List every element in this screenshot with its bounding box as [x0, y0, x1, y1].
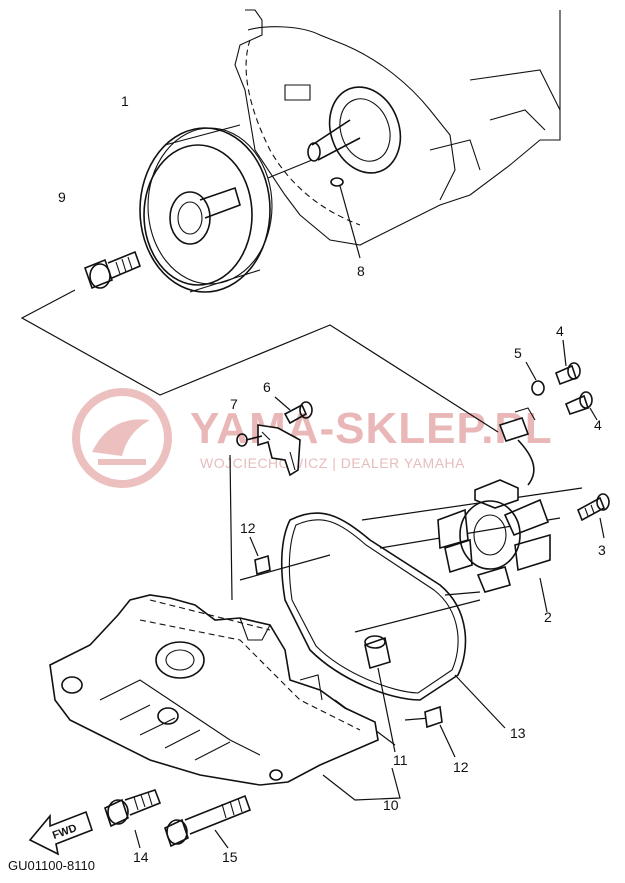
callout-12-lower: 12: [453, 759, 469, 775]
callout-1: 1: [121, 93, 129, 109]
callout-7: 7: [230, 396, 238, 412]
callout-4-lower: 4: [594, 417, 602, 433]
callout-14: 14: [133, 849, 149, 865]
lead-wire-holder: [236, 424, 301, 477]
crankcase-cover: [49, 594, 401, 801]
collar: [364, 635, 396, 753]
flywheel-rotor: [139, 124, 313, 293]
stator-assembly: [437, 479, 551, 613]
cover-bolt-short: [104, 788, 162, 849]
dowel-pin-lower: [424, 705, 456, 758]
callout-8: 8: [357, 263, 365, 279]
screw-4-lower: [564, 391, 598, 421]
callout-9: 9: [58, 189, 66, 205]
cover-bolt-long: [164, 794, 252, 849]
watermark-subtitle: WOJCIECHOWICZ | DEALER YAMAHA: [200, 455, 465, 471]
washer-5: [525, 361, 545, 396]
dowel-pin-upper: [249, 536, 271, 576]
reference-lines: [20, 289, 583, 746]
screw-6: [274, 396, 313, 425]
engine-case: [234, 9, 561, 246]
callout-10: 10: [383, 797, 399, 813]
screw-4-upper: [554, 339, 581, 386]
lead-wire-connector: [498, 407, 536, 486]
callout-15: 15: [222, 849, 238, 865]
callout-12-upper: 12: [240, 520, 256, 536]
callout-labels: 1 2 3 4 4 5 6 7 8 9 10 11 12 12 13 14 15: [58, 93, 606, 865]
callout-2: 2: [544, 609, 552, 625]
watermark: YAMA-SKLEP.PL WOJCIECHOWICZ | DEALER YAM…: [72, 388, 553, 488]
callout-4-upper: 4: [556, 323, 564, 339]
diagram-code: GU01100-8110: [8, 858, 95, 873]
cover-gasket: [280, 512, 506, 729]
woodruff-key: [330, 177, 361, 259]
callout-5: 5: [514, 345, 522, 361]
forward-arrow: FWD: [28, 810, 93, 856]
watermark-title: YAMA-SKLEP.PL: [190, 404, 553, 453]
flywheel-bolt: [83, 250, 142, 290]
callout-3: 3: [598, 542, 606, 558]
callout-13: 13: [510, 725, 526, 741]
stator-bolt: [576, 493, 610, 539]
watermark-logo: [72, 388, 172, 488]
callout-11: 11: [393, 752, 408, 768]
callout-6: 6: [263, 379, 271, 395]
